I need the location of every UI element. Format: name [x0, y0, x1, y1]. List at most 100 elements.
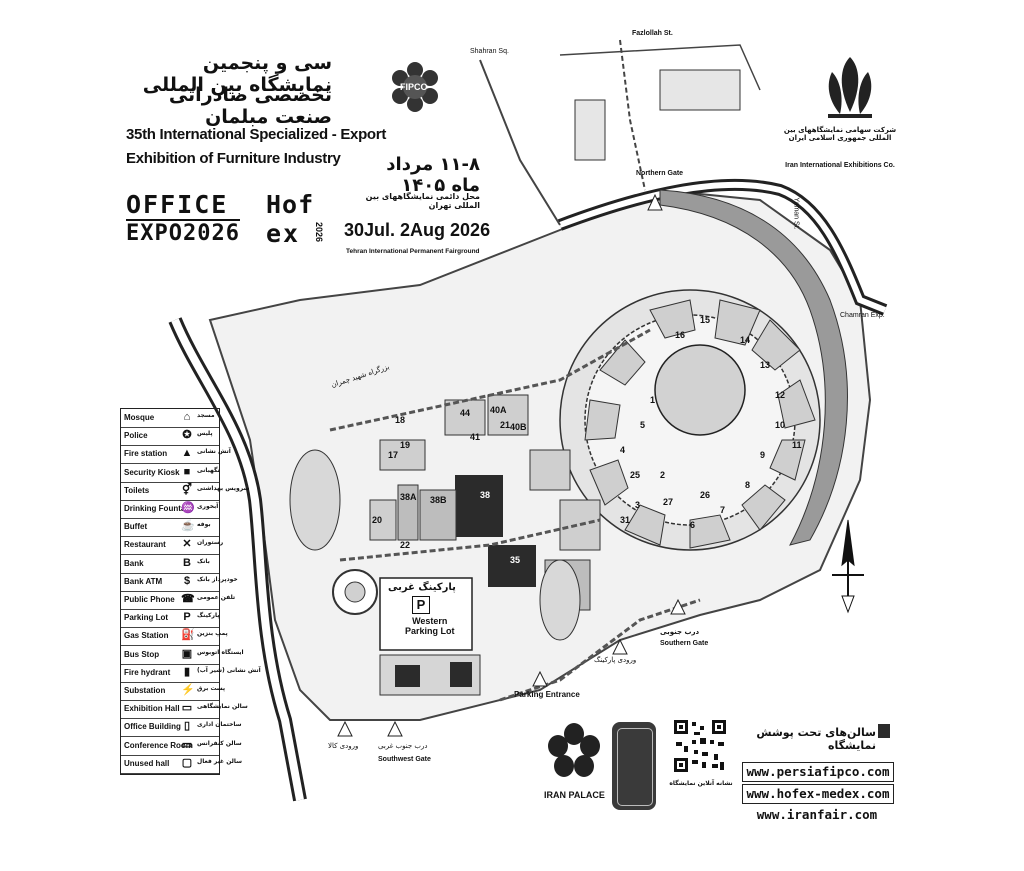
- office-expo-logo: OFFICE EXPO2026: [126, 190, 240, 246]
- hall-number: 12: [775, 390, 786, 400]
- qr-code[interactable]: [672, 718, 728, 774]
- legend-label: Bank: [124, 558, 144, 568]
- bank-icon: B: [183, 556, 191, 569]
- legend-row: Fire station▲آتش نشانی: [121, 445, 231, 465]
- dates-fa: ۱۱-۸ مرداد ماه ۱۴۰۵: [386, 154, 480, 196]
- legend-label-fa: سالن غیر فعال: [197, 757, 243, 765]
- title-fa-line1: سی و پنجمین نمایشگاه بین المللی: [142, 52, 332, 96]
- north-building: [659, 69, 741, 111]
- dates-en: 30Jul. 2Aug 2026: [344, 220, 491, 240]
- hall-number: 13: [760, 360, 771, 370]
- legend-label-fa: پست برق: [197, 685, 226, 692]
- hall-number: 16: [675, 330, 686, 340]
- fipco-text: FIPCO: [400, 82, 428, 92]
- legend-row: Substation⚡پست برق: [121, 682, 225, 701]
- legend-label: Mosque: [124, 413, 155, 422]
- label-southern-gate: Southern Gate: [660, 640, 709, 647]
- qr-code-icon: [672, 718, 728, 774]
- url-persiafipco[interactable]: www.persiafipco.com: [742, 762, 894, 782]
- hall-number: 15: [700, 315, 711, 325]
- legend-label-fa: تلفن عمومی: [197, 594, 236, 601]
- legend-label-fa: پلیس: [197, 430, 213, 438]
- label-yaman-st: Yaman St.: [792, 197, 800, 230]
- hall-number: 40B: [510, 422, 527, 432]
- northern-gate-marker: [647, 193, 663, 211]
- legend-label-fa: مسجد: [197, 412, 215, 419]
- legend-label-fa: سرویس بهداشتی: [197, 484, 250, 492]
- radial-halls: [584, 299, 816, 549]
- legend-row: Unused hall▢سالن غیر فعال: [121, 755, 242, 774]
- legend-label: Bus Stop: [124, 649, 160, 659]
- hall-number: 19: [400, 440, 411, 450]
- office-word: OFFICE: [126, 190, 240, 221]
- legend-label: Bank ATM: [124, 576, 163, 586]
- hall-number: 7: [720, 505, 726, 515]
- hall-number: 38A: [400, 492, 417, 502]
- legend-label: Fire station: [124, 449, 168, 459]
- parking-entrance-marker: [532, 670, 548, 687]
- toilets-icon: ⚥: [182, 483, 192, 496]
- fipco-logo: FIPCO: [388, 60, 442, 114]
- url-hofex-medex[interactable]: www.hofex-medex.com: [742, 784, 894, 804]
- phone-icon: ☎: [181, 593, 195, 605]
- legend-row: Office Building▯ ساختمان اداری: [121, 718, 242, 738]
- hall-number: 41: [470, 432, 481, 442]
- legend-label: Police: [124, 431, 148, 441]
- legend-label: Gas Station: [124, 631, 169, 641]
- office-building-icon: ▯: [183, 720, 191, 733]
- legend-label-fa: پارکینگ: [197, 612, 220, 620]
- legend-label: Parking Lot: [124, 613, 169, 623]
- hall-number: 38: [480, 490, 491, 500]
- restaurant-icon: ✕: [182, 538, 192, 551]
- legend-label: Toilets: [124, 485, 150, 495]
- hall-number: 6: [690, 520, 696, 530]
- venue-fa: محل دائمی نمایشگاههای بین المللی تهران: [365, 192, 480, 210]
- hofex-word: Hof: [266, 190, 315, 219]
- covered-halls-label: سالن‌های تحت پوشش نمایشگاه: [756, 726, 876, 752]
- partner-flower-logo: [546, 722, 602, 778]
- southern-gate-marker: [670, 598, 686, 615]
- covered-hall-swatch: [878, 724, 890, 738]
- legend-label-fa: ساختمان اداری: [197, 721, 242, 729]
- hall-number: 35: [510, 555, 521, 565]
- legend-label-fa: خودپرداز بانک: [197, 575, 238, 583]
- legend-label: Substation: [124, 686, 166, 695]
- url-iranfair[interactable]: www.iranfair.com: [756, 807, 878, 822]
- legend-label-fa: نگهبانی: [197, 466, 220, 474]
- legend-label: Office Building: [124, 722, 181, 732]
- calligraphy-emblem: [612, 722, 656, 810]
- bus-stop-icon: ▣: [181, 647, 193, 660]
- hall-number: 44: [460, 408, 471, 418]
- green-strip: [659, 189, 848, 546]
- partner-logo-caption: IRAN PALACE: [544, 790, 605, 800]
- fipco-flower-icon: [392, 62, 438, 112]
- legend-label-fa: رستوران: [197, 539, 224, 547]
- hall-number: 10: [775, 420, 786, 430]
- emblem-frame: [617, 728, 653, 806]
- legend-row: Drinking Fountain♒آبخوری: [121, 500, 219, 519]
- security-kiosk-icon: ■: [183, 465, 191, 478]
- hall-number: 18: [395, 415, 406, 425]
- hall-35: [488, 545, 536, 587]
- flower-icon: [548, 723, 600, 777]
- legend-label: Exhibition Hall: [124, 704, 180, 714]
- title-en-line2: Exhibition of Furniture Industry: [126, 150, 341, 167]
- iran-fair-emblem-icon: [828, 57, 872, 118]
- hall-number: 27: [663, 497, 674, 507]
- iran-fair-fa: شرکت سهامی نمایشگاههای بین المللی جمهوری…: [783, 126, 897, 142]
- hall-number: 2: [660, 470, 666, 480]
- hall-number: 21: [500, 420, 511, 430]
- legend-label: Fire hydrant: [124, 667, 171, 677]
- hofex-logo: Hof ex 2026: [266, 190, 332, 248]
- parking-icon: P: [183, 611, 191, 624]
- label-chamran-exp: Chamran Exp.: [840, 312, 885, 319]
- legend-row: Buffet☕بوفه: [121, 518, 219, 538]
- exhibition-hall-icon: ▭: [181, 702, 193, 715]
- legend-row: Bus Stop▣ایستگاه اتوبوس: [121, 646, 244, 665]
- label-cargo-entrance-fa: ورودی کالا: [328, 742, 359, 750]
- legend-label-fa: آتش نشانی: [197, 448, 231, 456]
- label-parking-entrance: Parking Entrance: [514, 690, 580, 699]
- hall-number: 3: [635, 500, 641, 510]
